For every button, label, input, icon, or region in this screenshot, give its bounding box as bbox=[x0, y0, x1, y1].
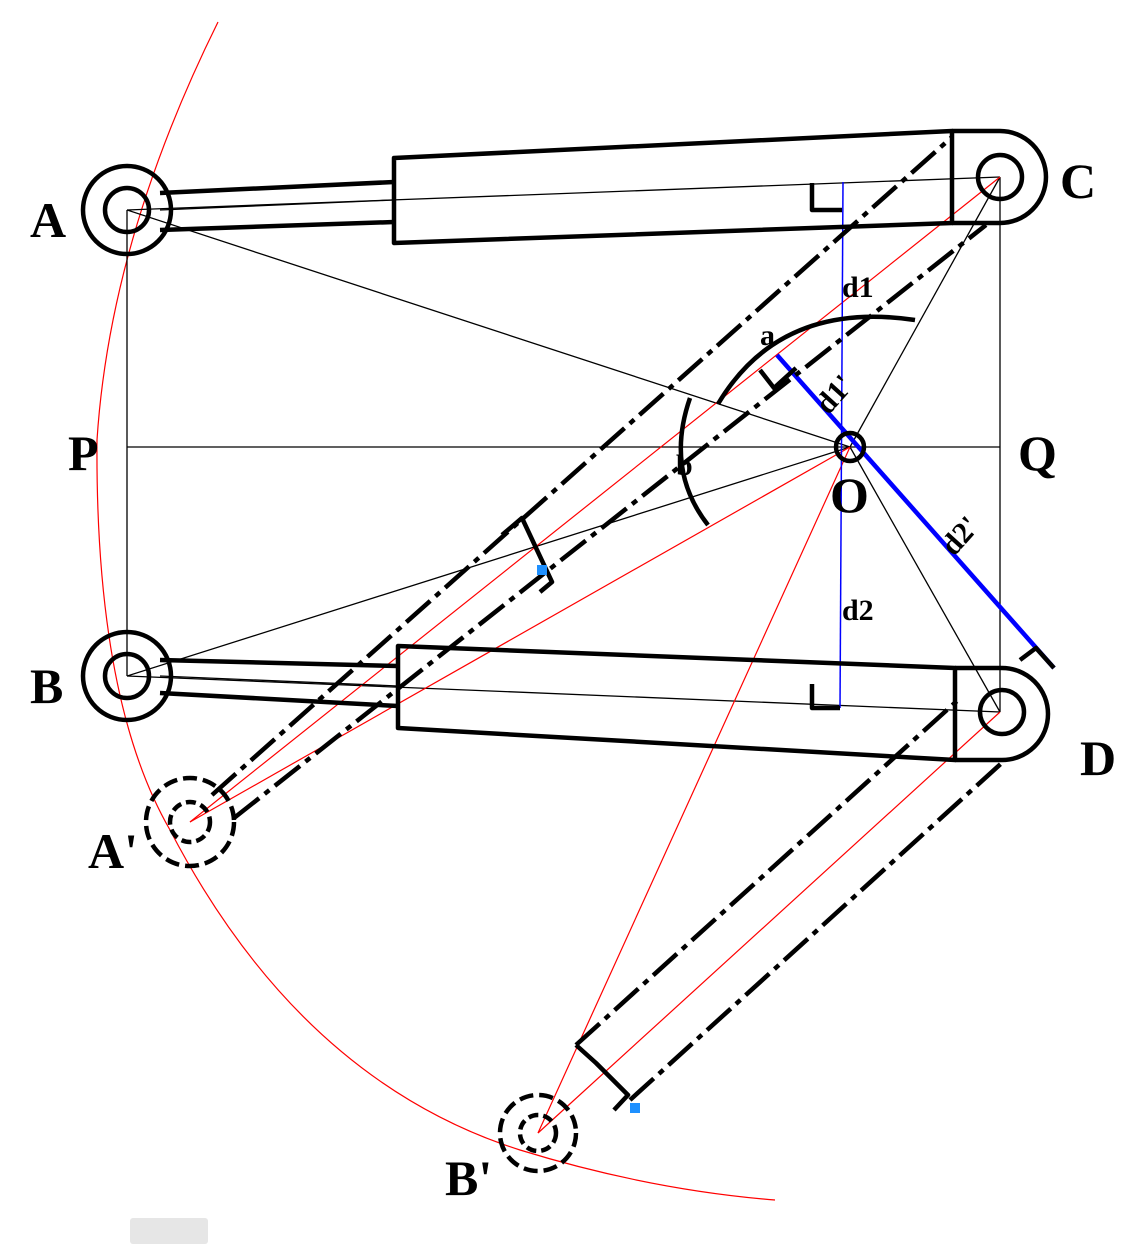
label-angle-a: a bbox=[760, 319, 775, 352]
line-B-O bbox=[126, 446, 851, 677]
swung-cyl-BD-top bbox=[574, 698, 960, 1047]
line-B-D bbox=[126, 675, 1001, 713]
clevis-D bbox=[955, 665, 1051, 763]
pivot-C bbox=[975, 152, 1025, 202]
label-Q: Q bbox=[1018, 425, 1057, 481]
pivot-A bbox=[80, 163, 174, 257]
label-O: O bbox=[830, 467, 869, 523]
rod-BD-inner bbox=[159, 675, 399, 687]
red-line-Bprime-O bbox=[537, 446, 851, 1134]
right-angle-mark-d1prime bbox=[758, 366, 798, 391]
cylinder-AC-body bbox=[391, 128, 955, 246]
label-d2: d2 bbox=[842, 594, 874, 627]
marker-upper bbox=[537, 565, 547, 575]
label-C: C bbox=[1060, 153, 1096, 209]
swung-cyl-BD-bottom bbox=[628, 758, 1007, 1102]
line-C-O bbox=[849, 176, 1001, 448]
swung-cyl-BD-step bbox=[574, 1043, 631, 1112]
swung-cyl-AC-step bbox=[500, 515, 555, 594]
pivot-B-prime bbox=[497, 1092, 579, 1174]
marker-lower bbox=[630, 1103, 640, 1113]
pivot-A-prime bbox=[143, 775, 237, 869]
label-D: D bbox=[1080, 730, 1116, 786]
swing-arc bbox=[96, 21, 776, 1201]
line-A-O bbox=[126, 209, 851, 448]
label-B: B bbox=[30, 658, 63, 714]
cylinder-BD-body bbox=[395, 643, 958, 763]
swung-cyl-AC-bottom bbox=[232, 223, 988, 820]
watermark-badge bbox=[130, 1218, 208, 1244]
rod-AC-top bbox=[159, 179, 395, 196]
label-d1: d1 bbox=[842, 271, 874, 304]
pivot-D bbox=[977, 687, 1027, 737]
right-angle-mark-bottom bbox=[809, 684, 840, 711]
clevis-C bbox=[952, 128, 1049, 226]
right-angle-mark-d2prime bbox=[1018, 645, 1056, 670]
line-A-C bbox=[126, 176, 1001, 211]
right-angle-mark-top bbox=[809, 183, 842, 213]
rod-AC-inner bbox=[159, 199, 395, 211]
red-line-Aprime-O bbox=[189, 446, 851, 823]
pivot-O bbox=[833, 430, 867, 464]
label-d2-prime: d2' bbox=[935, 510, 986, 562]
angle-arc-b bbox=[678, 397, 710, 527]
rod-AC-bottom bbox=[159, 219, 395, 233]
label-B-prime: B' bbox=[445, 1150, 492, 1206]
label-A-prime: A' bbox=[88, 823, 138, 879]
red-line-Aprime-C bbox=[189, 176, 1001, 823]
label-d1-prime: d1' bbox=[809, 369, 860, 421]
swung-cyl-AC-top bbox=[210, 135, 954, 797]
label-angle-b: b bbox=[676, 449, 693, 482]
label-A: A bbox=[30, 192, 66, 248]
angle-arc-a bbox=[716, 314, 916, 406]
perpendicular-d1prime-d2prime bbox=[775, 353, 1056, 670]
rod-BD-bottom bbox=[159, 690, 399, 709]
red-line-Bprime-D bbox=[537, 711, 1001, 1134]
pivot-B bbox=[80, 629, 174, 723]
label-P: P bbox=[68, 425, 99, 481]
perpendicular-d1-d2 bbox=[839, 181, 844, 709]
